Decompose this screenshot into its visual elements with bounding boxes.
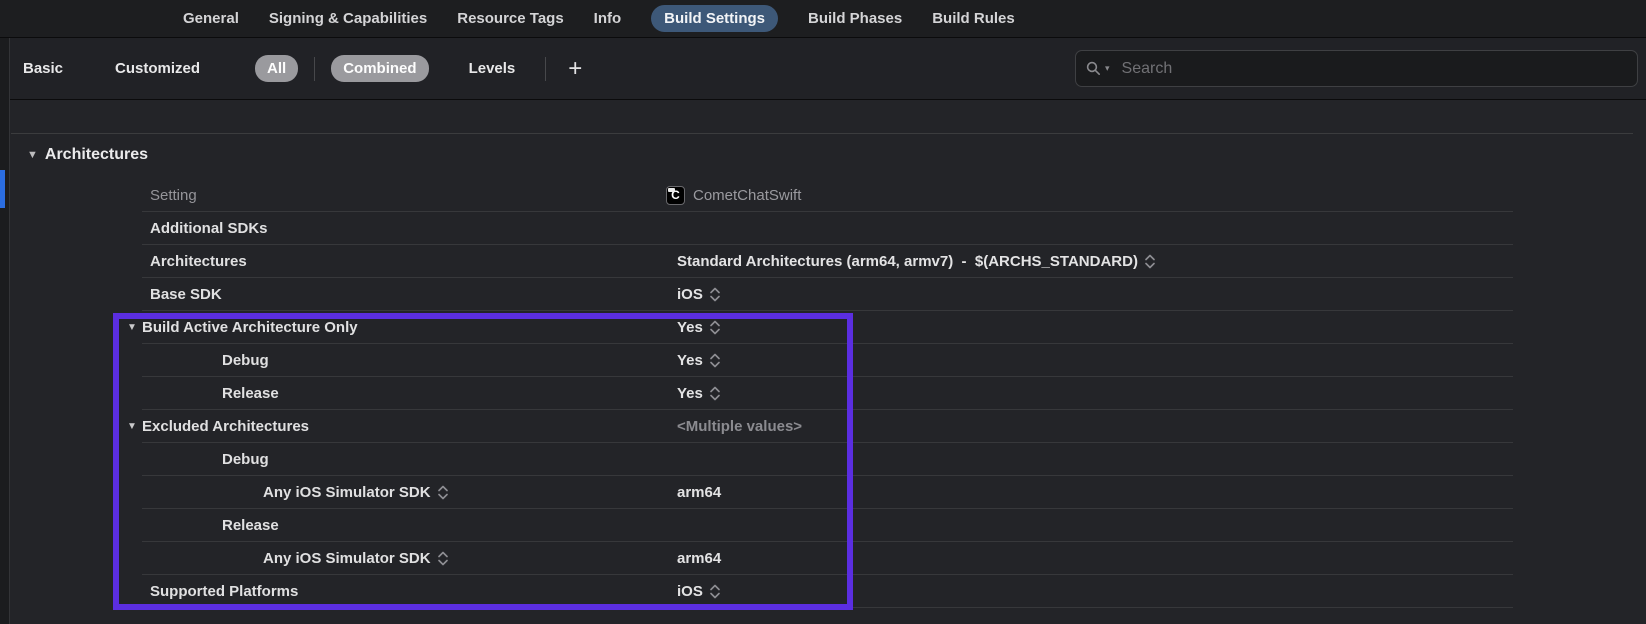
target-app-icon: C — [666, 185, 685, 205]
stepper-icon[interactable] — [710, 287, 720, 302]
navigator-selection-indicator — [0, 170, 5, 208]
section-separator — [11, 133, 1633, 134]
setting-label: Architectures — [150, 253, 247, 270]
table-row[interactable]: ▼ Build Active Architecture Only Yes — [0, 311, 1646, 344]
table-row[interactable]: Additional SDKs — [0, 212, 1646, 245]
table-row[interactable]: Debug — [0, 443, 1646, 476]
setting-value[interactable]: <Multiple values> — [677, 418, 803, 435]
setting-label: Build Active Architecture Only — [142, 319, 358, 336]
table-row[interactable]: Debug Yes — [0, 344, 1646, 377]
setting-value[interactable]: Yes — [677, 319, 703, 336]
settings-table: Setting C CometChatSwift Additional SDKs… — [0, 178, 1646, 608]
setting-value[interactable]: Yes — [677, 385, 703, 402]
condition-label: Any iOS Simulator SDK — [263, 484, 431, 501]
disclosure-icon[interactable]: ▼ — [127, 421, 137, 432]
setting-label: Additional SDKs — [150, 220, 268, 237]
scope-basic[interactable]: Basic — [23, 60, 64, 77]
tab-resource-tags[interactable]: Resource Tags — [457, 10, 564, 27]
search-placeholder: Search — [1121, 59, 1173, 77]
section-header-architectures[interactable]: ▼ Architectures — [27, 146, 148, 164]
setting-label: Release — [222, 517, 279, 534]
stepper-icon[interactable] — [710, 320, 720, 335]
tab-signing-capabilities[interactable]: Signing & Capabilities — [268, 10, 428, 27]
setting-value[interactable]: iOS — [677, 583, 703, 600]
setting-value[interactable]: Yes — [677, 352, 703, 369]
build-settings-content — [0, 100, 1646, 624]
table-row[interactable]: Supported Platforms iOS — [0, 575, 1646, 608]
scope-levels[interactable]: Levels — [468, 60, 516, 77]
table-row[interactable]: Architectures Standard Architectures (ar… — [0, 245, 1646, 278]
section-title: Architectures — [44, 146, 149, 163]
table-row[interactable]: Any iOS Simulator SDK arm64 — [0, 542, 1646, 575]
tab-build-settings[interactable]: Build Settings — [651, 5, 779, 32]
scope-combined[interactable]: Combined — [331, 55, 429, 82]
scope-customized[interactable]: Customized — [115, 60, 201, 77]
setting-label: Debug — [222, 451, 269, 468]
setting-label: Base SDK — [150, 286, 222, 303]
condition-label: Any iOS Simulator SDK — [263, 550, 431, 567]
build-settings-scope-bar: Basic Customized All Combined Levels + ▾… — [0, 38, 1646, 100]
search-input[interactable]: ▾ Search — [1075, 50, 1638, 87]
setting-label: Release — [222, 385, 279, 402]
table-header-row: Setting C CometChatSwift — [0, 178, 1646, 212]
table-row[interactable]: Release — [0, 509, 1646, 542]
search-icon — [1086, 61, 1100, 75]
disclosure-icon[interactable]: ▼ — [127, 322, 137, 333]
add-icon[interactable]: + — [568, 54, 583, 82]
stepper-icon[interactable] — [710, 584, 720, 599]
setting-column-header: Setting — [150, 186, 197, 204]
setting-value[interactable]: Standard Architectures (arm64, armv7) - … — [677, 253, 1138, 270]
tab-info[interactable]: Info — [593, 10, 622, 27]
stepper-icon[interactable] — [1145, 254, 1155, 269]
chevron-down-icon: ▾ — [1105, 63, 1110, 73]
setting-value[interactable]: arm64 — [677, 550, 722, 567]
table-row[interactable]: Release Yes — [0, 377, 1646, 410]
table-row[interactable]: Base SDK iOS — [0, 278, 1646, 311]
stepper-icon[interactable] — [437, 551, 448, 566]
setting-label: Supported Platforms — [150, 583, 299, 600]
setting-label: Excluded Architectures — [142, 418, 309, 435]
tab-general[interactable]: General — [183, 10, 239, 27]
disclosure-icon[interactable]: ▼ — [27, 149, 38, 161]
setting-label: Debug — [222, 352, 269, 369]
tab-build-rules[interactable]: Build Rules — [932, 10, 1015, 27]
stepper-icon[interactable] — [710, 353, 720, 368]
target-tab-bar: General Signing & Capabilities Resource … — [0, 0, 1646, 38]
setting-value[interactable]: iOS — [677, 286, 703, 303]
stepper-icon[interactable] — [437, 485, 448, 500]
setting-value[interactable]: arm64 — [677, 484, 722, 501]
target-column-header[interactable]: CometChatSwift — [693, 186, 802, 204]
scope-divider — [314, 56, 316, 81]
table-row[interactable]: Any iOS Simulator SDK arm64 — [0, 476, 1646, 509]
navigator-edge — [0, 38, 10, 624]
scope-divider — [545, 56, 547, 81]
table-row[interactable]: ▼ Excluded Architectures <Multiple value… — [0, 410, 1646, 443]
scope-all[interactable]: All — [255, 55, 299, 82]
stepper-icon[interactable] — [710, 386, 720, 401]
tab-build-phases[interactable]: Build Phases — [808, 10, 903, 27]
